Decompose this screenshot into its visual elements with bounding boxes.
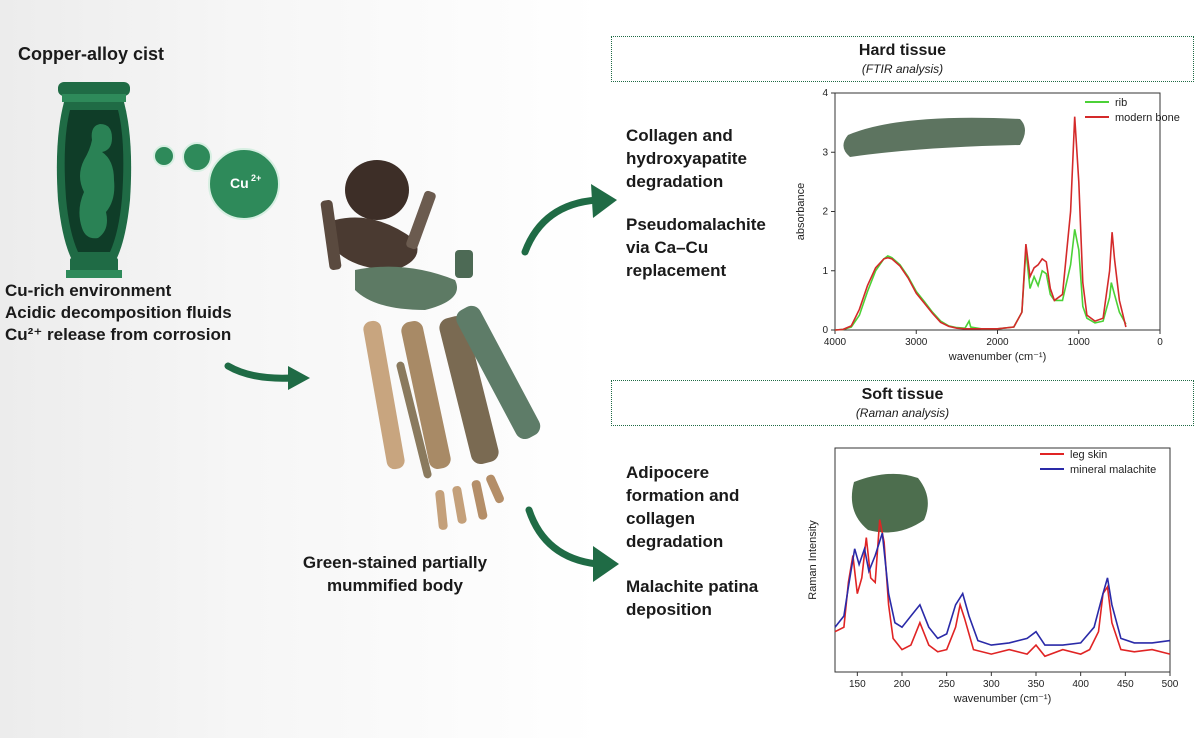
plot-frame [834, 447, 1171, 673]
skin-sample-image [851, 473, 928, 533]
x-tick-label: 3000 [905, 337, 928, 348]
environment-item: Acidic decomposition fluids [5, 303, 232, 322]
x-tick-label: 400 [1072, 679, 1089, 690]
y-tick-label: 4 [822, 88, 828, 99]
copper-cist-icon [56, 82, 132, 278]
process-line: degradation [626, 532, 724, 551]
process-line: via Ca–Cu [626, 238, 709, 257]
y-tick-label: 0 [822, 325, 828, 336]
femur-right-icon [439, 315, 499, 465]
cist-illustration: Cu 2+ [56, 82, 280, 278]
x-tick-label: 150 [849, 679, 866, 690]
environment-item: Cu-rich environment [5, 281, 172, 300]
y-tick-label: 3 [822, 147, 828, 158]
soft-tissue-title: Soft tissue [861, 386, 944, 403]
arrow-to-hard-tissue-icon [521, 184, 617, 256]
bubble-small-icon [153, 145, 175, 167]
pelvis-icon [355, 266, 457, 310]
x-tick-label: 2000 [986, 337, 1009, 348]
process-line: Malachite patina [626, 577, 759, 596]
y-tick-label: 2 [822, 207, 828, 218]
process-line: degradation [626, 172, 724, 191]
torso-icon [335, 217, 418, 270]
cist-title: Copper-alloy cist [18, 44, 165, 64]
soft-tissue-process-1: Adipocere formation and collagen degrada… [626, 461, 739, 553]
process-line: formation and [626, 486, 740, 505]
copper-ion-bubble [208, 148, 280, 220]
legend-label: leg skin [1070, 449, 1107, 461]
process-line: replacement [626, 261, 727, 280]
x-tick-label: 350 [1028, 679, 1045, 690]
environment-list: Cu-rich environment Acidic decomposition… [5, 280, 232, 346]
legend-label: modern bone [1115, 112, 1180, 124]
series-line-mineral-malachite [834, 532, 1171, 646]
x-tick-label: 450 [1117, 679, 1134, 690]
legend-label: rib [1115, 97, 1127, 109]
legend-label: mineral malachite [1070, 464, 1156, 476]
x-tick-label: 250 [938, 679, 955, 690]
body-caption-line: Green-stained partially [302, 553, 488, 572]
x-tick-label: 300 [983, 679, 1000, 690]
process-line: Pseudomalachite [626, 215, 766, 234]
bubble-medium-icon [182, 142, 212, 172]
tibia-left-icon [401, 321, 451, 469]
y-axis-label: absorbance [795, 183, 807, 241]
process-line: Collagen and [626, 126, 733, 145]
x-axis-label: wavenumber (cm⁻¹) [953, 693, 1052, 705]
process-line: collagen [626, 509, 695, 528]
ftir-chart: 4000 3000 2000 1000 0 0 1 2 3 4 wavenumber (cm⁻¹) a… [795, 88, 1180, 363]
rib-sample-image [843, 117, 1025, 157]
series-line-leg-skin [834, 519, 1171, 658]
x-tick-label: 500 [1162, 679, 1179, 690]
hard-tissue-header: Hard tissue (FTIR analysis) [611, 36, 1194, 82]
y-tick-label: 1 [822, 266, 828, 277]
hard-tissue-process-1: Collagen and hydroxyapatite degradation [626, 124, 747, 193]
skull-icon [345, 160, 409, 220]
x-axis-label: wavenumber (cm⁻¹) [948, 351, 1047, 363]
arrow-to-body-icon [224, 362, 310, 390]
hard-tissue-process-2: Pseudomalachite via Ca–Cu replacement [626, 213, 766, 282]
body-caption-line: mummified body [326, 576, 463, 595]
process-line: deposition [626, 600, 712, 619]
x-tick-label: 0 [1157, 337, 1163, 348]
x-tick-label: 1000 [1068, 337, 1091, 348]
series-line-modern-bone [834, 116, 1127, 331]
raman-chart: 150 200 250 300 350 400 450 500 wavenumber (cm⁻¹… [807, 447, 1179, 705]
soft-tissue-process-2: Malachite patina deposition [626, 575, 758, 621]
copper-ion-label: Cu [230, 175, 249, 191]
tibia-right-icon [456, 305, 541, 440]
body-caption: Green-stained partially mummified body [280, 551, 510, 597]
arrow-to-soft-tissue-icon [525, 506, 619, 582]
x-tick-label: 200 [894, 679, 911, 690]
hard-tissue-subtitle: (FTIR analysis) [861, 62, 944, 76]
x-tick-label: 4000 [824, 337, 847, 348]
femur-left-icon [363, 320, 405, 470]
copper-ion-charge: 2+ [251, 173, 261, 183]
environment-item: Cu²⁺ release from corrosion [5, 325, 232, 344]
process-line: Adipocere [626, 463, 710, 482]
soft-tissue-subtitle: (Raman analysis) [855, 406, 950, 420]
hard-tissue-title: Hard tissue [858, 42, 947, 59]
foot-bones-icon [435, 474, 504, 530]
y-axis-label: Raman Intensity [807, 520, 819, 600]
soft-tissue-header: Soft tissue (Raman analysis) [611, 380, 1194, 426]
process-line: hydroxyapatite [626, 149, 747, 168]
skeleton-illustration [320, 160, 541, 530]
